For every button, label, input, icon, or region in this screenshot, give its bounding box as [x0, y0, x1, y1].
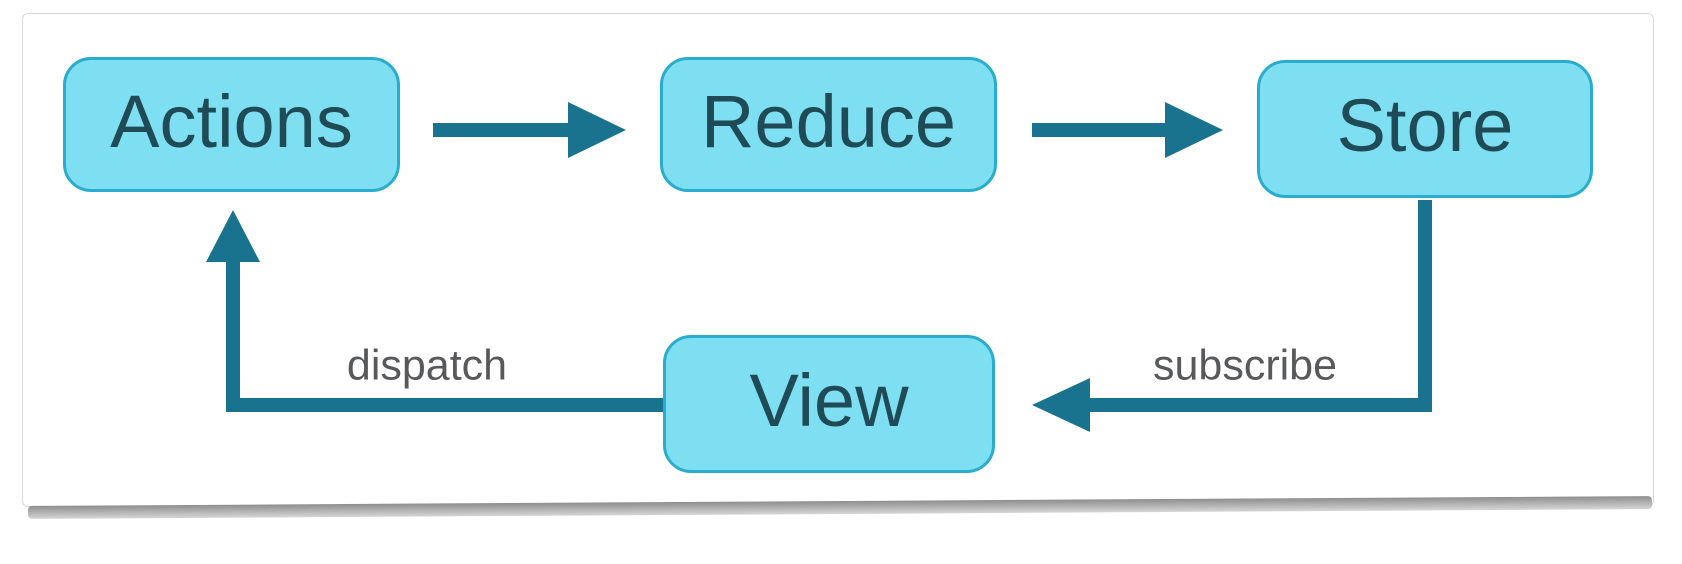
node-view: View	[663, 335, 995, 473]
node-actions-label: Actions	[110, 79, 353, 163]
node-actions: Actions	[63, 57, 400, 192]
node-store: Store	[1257, 60, 1593, 198]
edge-label-subscribe: subscribe	[1152, 341, 1338, 390]
edge-label-dispatch: dispatch	[346, 341, 508, 390]
node-view-label: View	[749, 359, 909, 442]
node-store-label: Store	[1336, 84, 1514, 167]
node-reduce-label: Reduce	[700, 79, 957, 163]
node-reduce: Reduce	[660, 57, 997, 192]
